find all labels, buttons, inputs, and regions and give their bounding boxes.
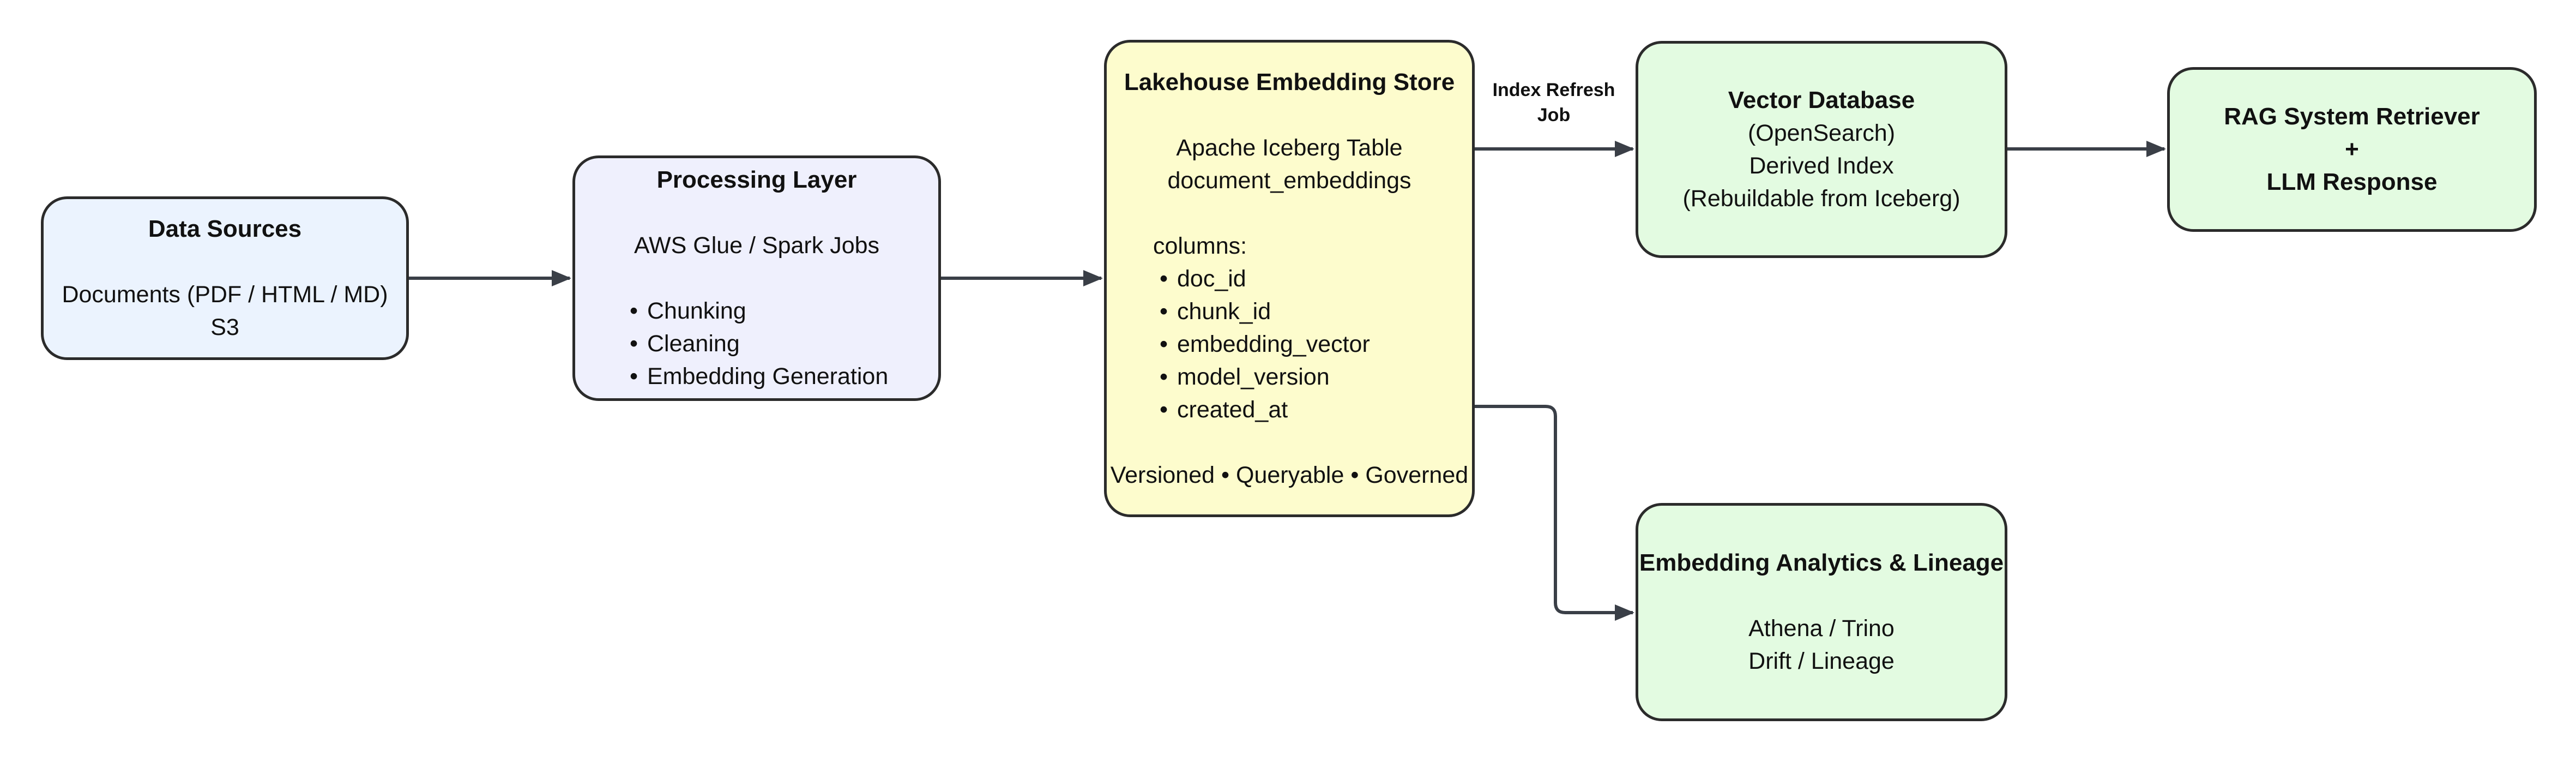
node-text: Derived Index: [1749, 153, 1894, 179]
columns-label: columns:: [1153, 232, 1247, 259]
node-title: LLM Response: [2266, 169, 2438, 195]
edge-label-line: Index Refresh: [1492, 80, 1615, 100]
node-text: (Rebuildable from Iceberg): [1682, 185, 1960, 212]
node-text: Athena / Trino: [1748, 615, 1895, 642]
node-processing-layer: Processing Layer AWS Glue / Spark Jobs C…: [572, 155, 941, 401]
node-title: Lakehouse Embedding Store: [1124, 68, 1455, 95]
list-item: created_at: [1160, 393, 1370, 426]
edge-lakehouse-to-analytics: [1475, 405, 1633, 614]
node-text: document_embeddings: [1167, 167, 1411, 194]
list-item: Cleaning: [630, 327, 888, 360]
list-item: doc_id: [1160, 262, 1370, 295]
node-title: Data Sources: [148, 215, 302, 242]
arrowhead-lakehouse-to-vector-db: [1615, 141, 1634, 157]
list-item: Embedding Generation: [630, 360, 888, 393]
node-title: Vector Database: [1728, 87, 1915, 113]
node-text: AWS Glue / Spark Jobs: [634, 232, 880, 259]
node-title: Processing Layer: [656, 166, 857, 193]
columns-list: columns: doc_id chunk_id embedding_vecto…: [1153, 230, 1370, 426]
node-text: (OpenSearch): [1747, 120, 1896, 146]
node-data-sources: Data Sources Documents (PDF / HTML / MD)…: [41, 196, 409, 360]
node-embedding-analytics: Embedding Analytics & Lineage Athena / T…: [1636, 503, 2007, 721]
list-item: chunk_id: [1160, 295, 1370, 328]
node-text: Documents (PDF / HTML / MD): [62, 281, 388, 308]
list-item: Chunking: [630, 295, 888, 327]
node-rag-system: RAG System Retriever + LLM Response: [2167, 67, 2537, 232]
edge-label-index-refresh: Index Refresh Job: [1480, 77, 1627, 128]
node-title: Embedding Analytics & Lineage: [1639, 549, 2004, 576]
list-item: model_version: [1160, 361, 1370, 393]
arrowhead-vector-db-to-rag: [2146, 141, 2166, 157]
node-lakehouse-embedding-store: Lakehouse Embedding Store Apache Iceberg…: [1104, 40, 1475, 517]
bullet-list: Chunking Cleaning Embedding Generation: [630, 295, 888, 393]
edge-label-line: Job: [1537, 105, 1571, 125]
node-text: S3: [210, 314, 239, 340]
node-vector-database: Vector Database (OpenSearch) Derived Ind…: [1636, 41, 2007, 258]
arrowhead-lakehouse-to-analytics: [1615, 604, 1634, 621]
node-text: Apache Iceberg Table: [1176, 134, 1403, 161]
node-title: +: [2345, 136, 2359, 163]
node-title: RAG System Retriever: [2224, 103, 2480, 130]
arrowhead-sources-to-processing: [552, 270, 571, 286]
arrowhead-processing-to-lakehouse: [1083, 270, 1103, 286]
node-text: Drift / Lineage: [1748, 648, 1895, 674]
node-footer: Versioned • Queryable • Governed: [1110, 462, 1469, 488]
list-item: embedding_vector: [1160, 328, 1370, 361]
